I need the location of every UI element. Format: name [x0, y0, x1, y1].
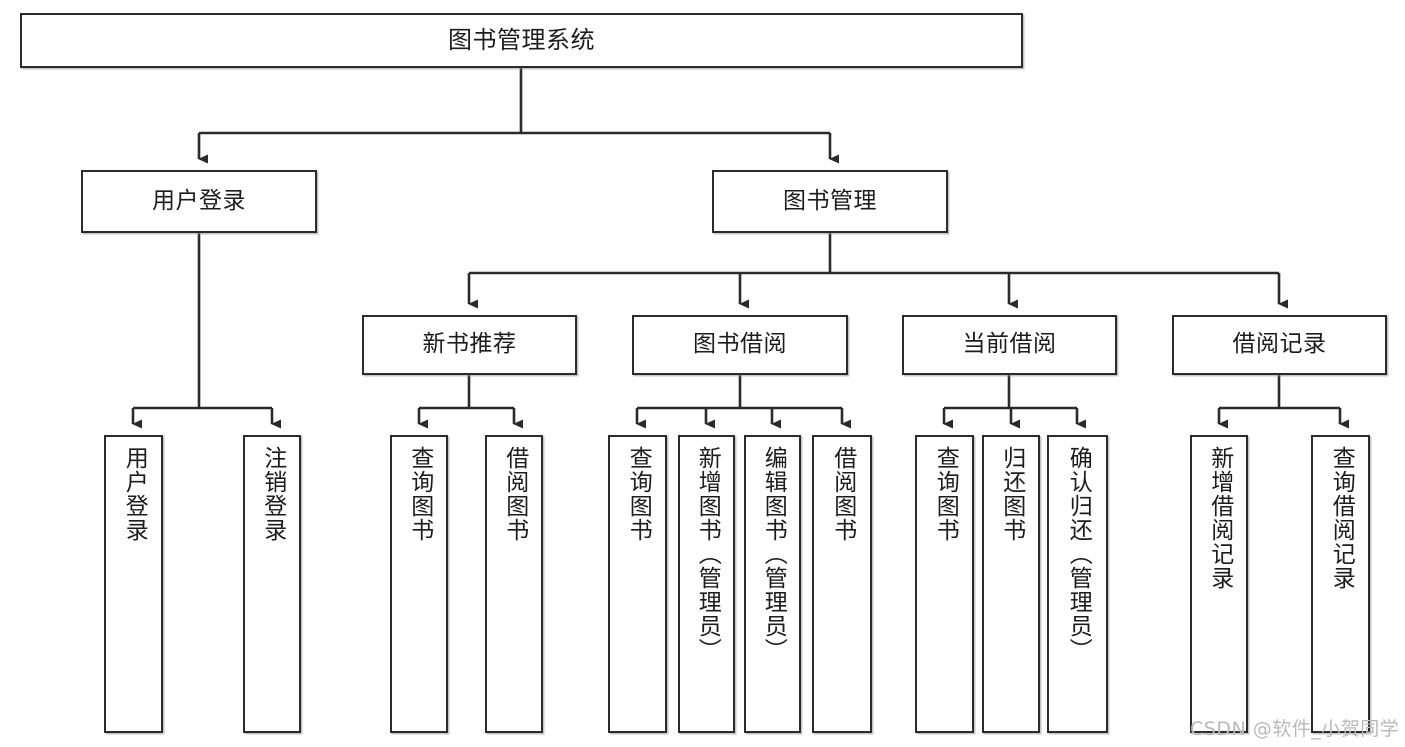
- node-label: 查询借阅记录: [1328, 446, 1355, 590]
- node-leaf-return-book[interactable]: 归还图书: [982, 435, 1040, 733]
- node-label: 查询图书: [625, 446, 652, 542]
- node-leaf-edit-book[interactable]: 编辑图书（管理员）: [744, 435, 801, 733]
- csdn-watermark: CSDN @软件_小贺同学: [1190, 718, 1400, 740]
- node-label: 新增图书（管理员）: [694, 446, 721, 662]
- node-leaf-borrow-book-2[interactable]: 借阅图书: [812, 435, 872, 733]
- node-root[interactable]: 图书管理系统: [20, 13, 1023, 68]
- node-leaf-confirm-return[interactable]: 确认归还（管理员）: [1047, 435, 1108, 733]
- node-label: 图书管理系统: [448, 26, 595, 55]
- node-leaf-query-book-1[interactable]: 查询图书: [390, 435, 448, 733]
- node-label: 用户登录: [152, 187, 246, 214]
- node-leaf-query-book-3[interactable]: 查询图书: [915, 435, 974, 733]
- node-label: 查询图书: [406, 446, 433, 542]
- node-label: 新增借阅记录: [1206, 446, 1233, 590]
- node-label: 新书推荐: [422, 331, 517, 358]
- node-label: 借阅图书: [829, 446, 856, 542]
- node-user-login[interactable]: 用户登录: [81, 170, 317, 233]
- node-label: 编辑图书（管理员）: [760, 446, 787, 662]
- node-leaf-add-record[interactable]: 新增借阅记录: [1190, 435, 1248, 733]
- node-label: 当前借阅: [962, 331, 1057, 358]
- node-current-borrow[interactable]: 当前借阅: [902, 315, 1117, 375]
- node-label: 借阅记录: [1232, 331, 1327, 358]
- node-borrow-record[interactable]: 借阅记录: [1172, 315, 1387, 375]
- node-label: 注销登录: [259, 446, 286, 542]
- node-leaf-logout[interactable]: 注销登录: [243, 435, 301, 733]
- node-new-book-rec[interactable]: 新书推荐: [362, 315, 577, 375]
- node-label: 借阅图书: [501, 446, 528, 542]
- node-leaf-query-book-2[interactable]: 查询图书: [608, 435, 667, 733]
- node-label: 查询图书: [932, 446, 959, 542]
- node-label: 图书借阅: [693, 331, 787, 358]
- node-leaf-borrow-book-1[interactable]: 借阅图书: [485, 435, 543, 733]
- node-leaf-add-book[interactable]: 新增图书（管理员）: [678, 435, 735, 733]
- node-label: 图书管理: [783, 187, 877, 214]
- node-label: 归还图书: [998, 446, 1025, 542]
- node-leaf-user-login[interactable]: 用户登录: [104, 435, 163, 733]
- node-label: 确认归还（管理员）: [1065, 446, 1092, 662]
- node-book-manage[interactable]: 图书管理: [712, 170, 948, 233]
- node-label: 用户登录: [121, 446, 148, 542]
- node-leaf-query-record[interactable]: 查询借阅记录: [1311, 435, 1370, 733]
- node-book-borrow[interactable]: 图书借阅: [632, 315, 848, 375]
